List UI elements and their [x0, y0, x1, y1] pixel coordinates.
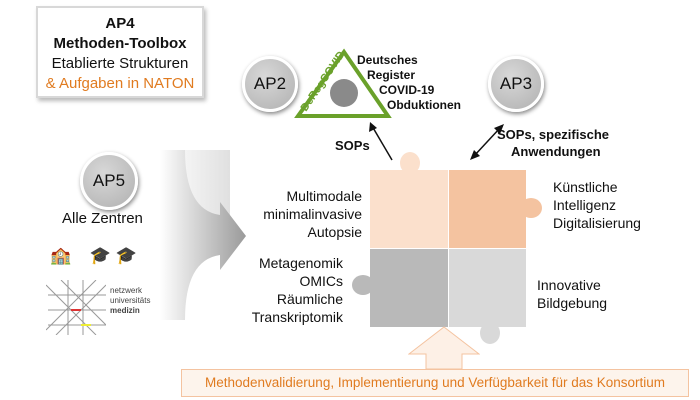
ap4-line1: Etablierte Strukturen	[51, 55, 189, 72]
arrows	[369, 122, 504, 161]
graduation-cap-icon: 🎓	[89, 246, 112, 265]
puzzle-bottom-left	[370, 249, 448, 327]
up-arrow	[408, 326, 480, 370]
ap4-line2: & Aufgaben in NATON	[45, 75, 195, 92]
graduation-cap-icon: 🎓	[115, 246, 137, 265]
register-text: Deutsches Register COVID-19 Obduktionen	[357, 53, 461, 112]
sops-label: SOPs	[335, 138, 370, 153]
funnel-arrow-shape	[160, 150, 246, 320]
building-icon: 🏫	[50, 246, 72, 265]
ap4-subtitle: Methoden-Toolbox	[53, 35, 187, 52]
ap4-box: AP4 Methoden-Toolbox Etablierte Struktur…	[36, 6, 204, 98]
ap5-circle: AP5	[80, 152, 138, 210]
virus-icon	[330, 79, 358, 107]
ap5-text: Alle Zentren	[62, 210, 143, 227]
deregcovid-logo: DeRegCOVID	[294, 48, 392, 118]
ap3-circle: AP3	[488, 56, 544, 112]
ap4-title: AP4	[105, 15, 135, 32]
num-logo-mark	[46, 280, 106, 335]
ap5-icons: 🏫 🎓 🎓	[50, 246, 137, 266]
puzzle-top-left	[370, 170, 448, 248]
ap2-circle: AP2	[242, 56, 298, 112]
puzzle-bottom-right	[449, 249, 526, 327]
puzzle-top-right	[449, 170, 526, 248]
footer-box: Methodenvalidierung, Implementierung und…	[181, 369, 689, 397]
